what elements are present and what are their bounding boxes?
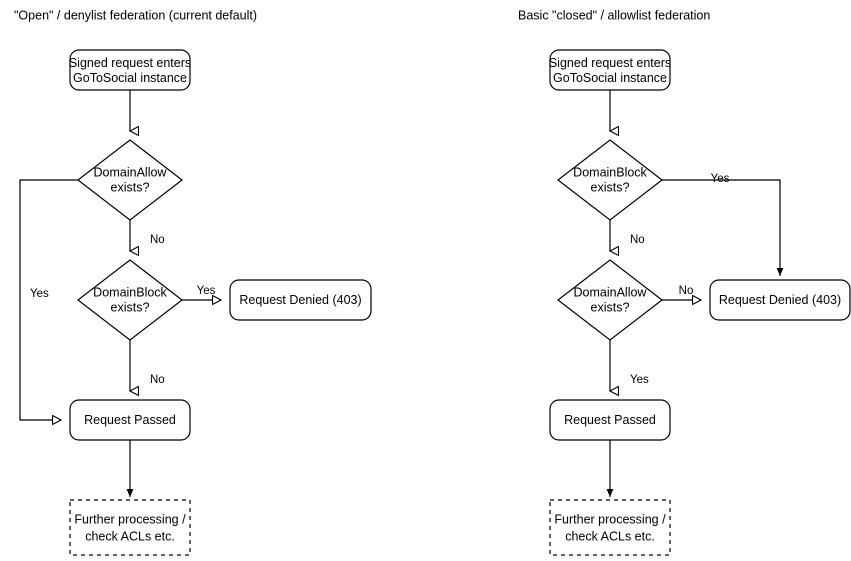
panel-title-allowlist: Basic "closed" / allowlist federation [518, 8, 710, 22]
edge-domainallow-yes-to-passed [19, 179, 78, 420]
edge-label-domainblock-yes: Yes [197, 285, 216, 297]
node-further-processing-allowlist-line1: Further processing / [554, 512, 666, 526]
node-decision-domainallow-denylist-line2: exists? [111, 180, 150, 194]
edge-label-domainallow-no: No [150, 234, 165, 246]
node-decision-domainallow-denylist-line1: DomainAllow [94, 165, 168, 179]
node-request-passed-allowlist-label: Request Passed [564, 413, 656, 427]
node-decision-domainblock-allowlist-line1: DomainBlock [573, 165, 647, 179]
node-entry-allowlist-line2: GoToSocial instance [553, 71, 667, 85]
node-entry-allowlist-line1: Signed request enters [549, 56, 671, 70]
node-decision-domainallow-allowlist-line2: exists? [591, 300, 630, 314]
node-request-denied-denylist [229, 279, 372, 321]
node-entry-denylist-line1: Signed request enters [69, 56, 191, 70]
node-entry-denylist-line2: GoToSocial instance [73, 71, 187, 85]
edge-label-domainblock-no: No [150, 374, 165, 386]
node-further-processing-allowlist-line2: check ACLs etc. [565, 529, 655, 543]
edge-label-domainallow-yes-allowlist: Yes [630, 374, 649, 386]
edge-domainblock-yes-to-denied-allowlist [662, 179, 784, 276]
edge-label-domainallow-yes: Yes [30, 288, 49, 300]
node-further-processing-denylist [69, 499, 191, 556]
node-further-processing-allowlist [549, 499, 671, 556]
node-further-processing-denylist-line2: check ACLs etc. [85, 529, 175, 543]
node-request-denied-allowlist-label: Request Denied (403) [719, 293, 841, 307]
edge-label-domainblock-no-allowlist: No [630, 234, 645, 246]
node-request-denied-allowlist [709, 279, 851, 321]
edge-label-domainallow-no-allowlist: No [679, 285, 694, 297]
panel-title-denylist: "Open" / denylist federation (current de… [14, 8, 257, 22]
edge-label-domainblock-yes-allowlist: Yes [711, 173, 730, 185]
node-further-processing-denylist-line1: Further processing / [74, 512, 186, 526]
node-decision-domainallow-allowlist-line1: DomainAllow [574, 285, 648, 299]
node-request-denied-denylist-label: Request Denied (403) [239, 293, 361, 307]
node-request-passed-denylist-label: Request Passed [84, 413, 176, 427]
node-decision-domainblock-denylist-line1: DomainBlock [93, 285, 167, 299]
node-decision-domainblock-allowlist-line2: exists? [591, 180, 630, 194]
node-decision-domainblock-denylist-line2: exists? [111, 300, 150, 314]
